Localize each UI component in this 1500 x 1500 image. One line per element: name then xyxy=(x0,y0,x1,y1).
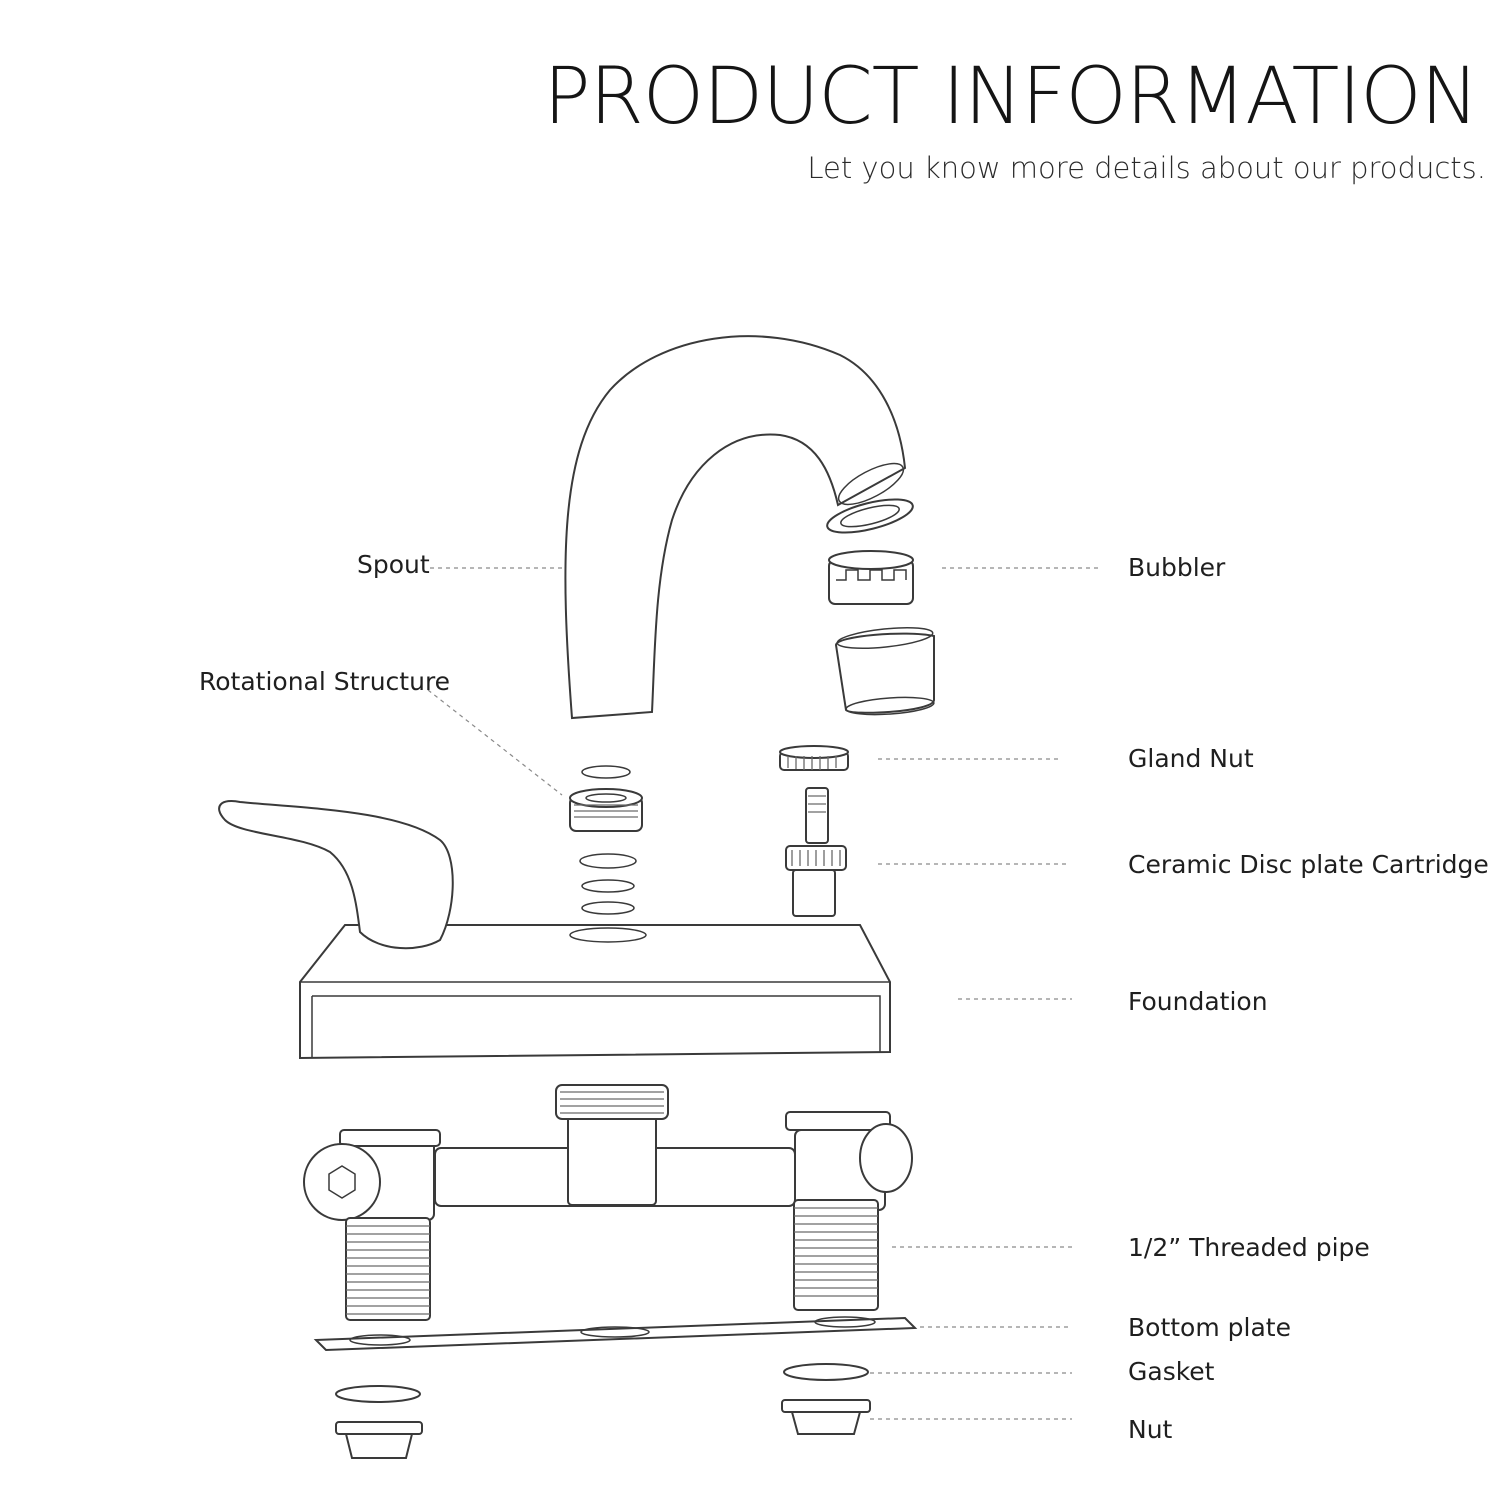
label-nut: Nut xyxy=(1128,1415,1173,1444)
threaded-pipe-part xyxy=(303,1084,913,1321)
gasket-part xyxy=(335,1363,869,1403)
gland-nut-part xyxy=(779,745,849,771)
label-bubbler: Bubbler xyxy=(1128,553,1226,582)
label-gland-nut: Gland Nut xyxy=(1128,744,1254,773)
leader-lines xyxy=(427,567,1100,1420)
label-rotational-structure: Rotational Structure xyxy=(199,667,451,696)
label-foundation: Foundation xyxy=(1128,987,1268,1016)
spout-part xyxy=(564,335,907,720)
label-spout: Spout xyxy=(357,550,430,579)
bubbler-part xyxy=(826,498,935,716)
foundation-part xyxy=(218,800,891,1060)
label-gasket: Gasket xyxy=(1128,1357,1215,1386)
nut-part xyxy=(335,1399,871,1459)
rotational-structure-part xyxy=(569,765,643,915)
ceramic-cartridge-part xyxy=(785,787,847,917)
page-title: PRODUCT INFORMATION xyxy=(543,52,1479,142)
label-threaded-pipe: 1/2” Threaded pipe xyxy=(1128,1233,1370,1262)
label-ceramic-cartridge: Ceramic Disc plate Cartridge xyxy=(1128,850,1489,879)
label-bottom-plate: Bottom plate xyxy=(1128,1313,1291,1342)
page-subtitle: Let you know more details about our prod… xyxy=(807,151,1486,185)
bottom-plate-part xyxy=(313,1316,918,1352)
